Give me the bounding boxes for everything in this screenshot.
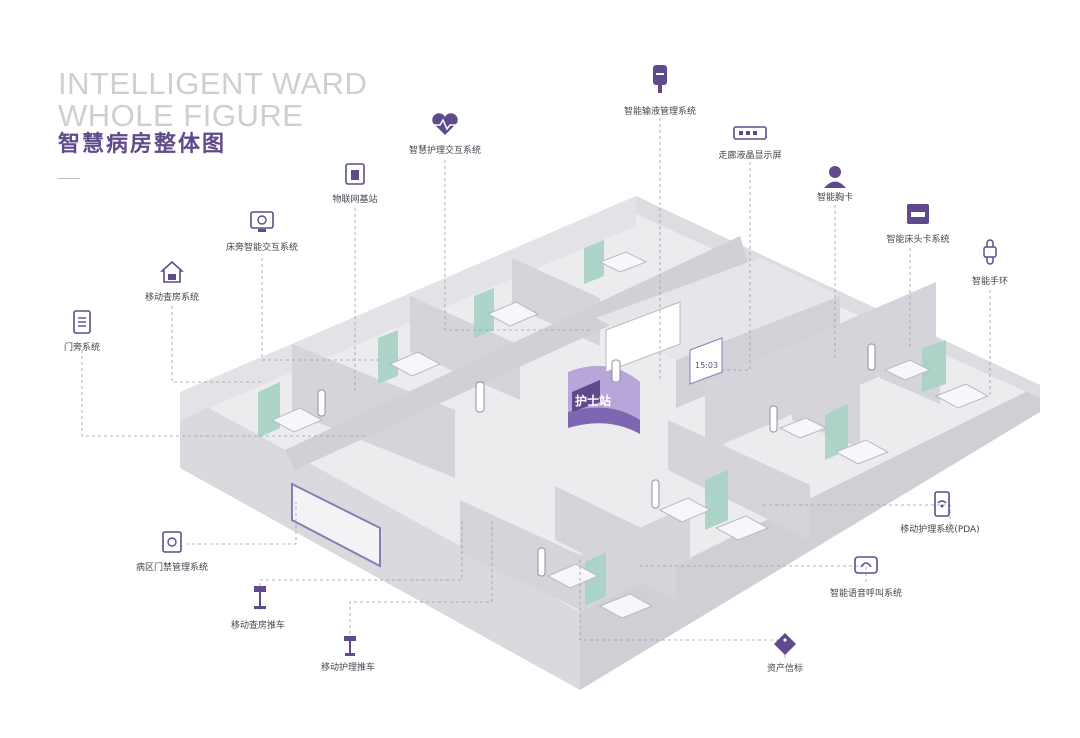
bed-card-icon [907, 204, 929, 224]
label-nursing-interaction: 智慧护理交互系统 [408, 146, 482, 156]
nursing-cart-icon [344, 636, 356, 656]
nurse-station-label: 护士站 [575, 393, 611, 408]
wristband-icon [983, 239, 997, 265]
station-wall-screen [605, 301, 681, 373]
bedside-terminal-icon [250, 211, 274, 232]
label-pda: 移动护理系统(PDA) [900, 525, 980, 535]
label-wristband: 智能手环 [971, 277, 1009, 287]
corridor-wall [285, 236, 748, 470]
label-rounds-cart: 移动查房推车 [230, 621, 286, 631]
pda-icon [934, 491, 950, 517]
curtains [258, 240, 946, 606]
label-nursing-cart: 移动护理推车 [320, 663, 376, 673]
label-voice-call: 智能语音呼叫系统 [829, 589, 903, 599]
display-time: 15:03 [695, 361, 718, 370]
home-rounds-icon [160, 260, 184, 283]
corridor-display-panel: 15:03 [689, 337, 723, 385]
nurse-station: 护士站 [568, 365, 640, 434]
label-mobile-rounds: 移动查房系统 [144, 293, 200, 303]
title-english-line-2: WHOLE FIGURE [58, 98, 304, 133]
title-chinese: 智慧病房整体图 [58, 132, 227, 157]
lower-rooms [460, 486, 690, 612]
voice-call-icon [854, 556, 878, 574]
label-infusion: 智能输液管理系统 [623, 107, 697, 117]
beds [270, 251, 990, 619]
label-bedside-interaction: 床旁智能交互系统 [225, 243, 299, 253]
staff-figures [317, 343, 876, 577]
smart-badge-icon [824, 166, 846, 188]
label-bed-card: 智能床头卡系统 [886, 235, 950, 245]
label-corridor-display: 走廊液晶显示屏 [718, 151, 782, 161]
heartbeat-icon [432, 113, 458, 135]
title-divider [58, 178, 80, 179]
iot-base-station-icon [345, 163, 365, 185]
label-iot-station: 物联网基站 [332, 195, 378, 205]
label-access-control: 病区门禁管理系统 [135, 563, 209, 573]
label-door-system: 门旁系统 [63, 343, 101, 353]
display-screen-icon [733, 126, 767, 140]
rounds-cart-icon [254, 586, 266, 609]
door-tablet-icon [73, 310, 91, 334]
label-asset-tag: 资产信标 [766, 664, 804, 674]
access-control-icon [162, 531, 182, 553]
title-english-line-1: INTELLIGENT WARD [58, 66, 368, 101]
infusion-bag-icon [653, 65, 667, 93]
asset-tag-icon [774, 633, 796, 655]
label-smart-badge: 智能胸卡 [816, 193, 854, 203]
entrance-door [291, 482, 381, 568]
